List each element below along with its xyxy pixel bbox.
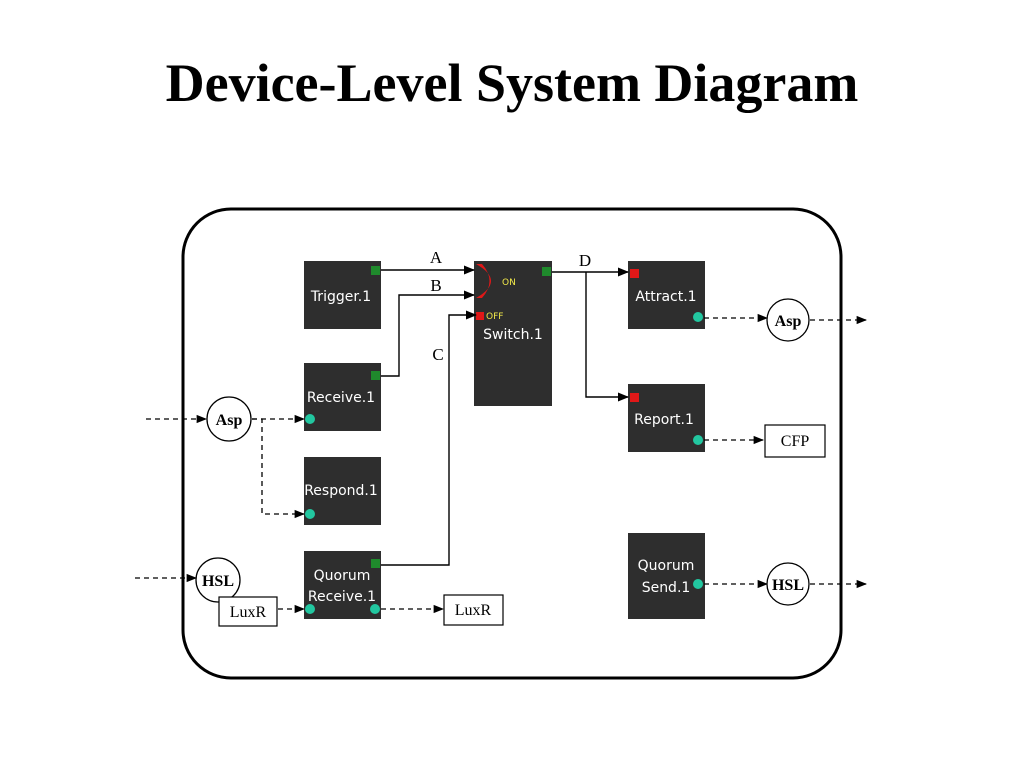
hsl-input-label: HSL (202, 573, 234, 590)
signal-d-wire-report (585, 272, 630, 402)
quorum-receive-block[interactable]: Quorum Receive.1 (304, 551, 381, 619)
asp-input-label: Asp (216, 412, 243, 429)
signal-b-label: B (430, 276, 441, 295)
hsl-output-node[interactable]: HSL (766, 562, 810, 606)
trigger-output-port (371, 266, 380, 275)
switch-block[interactable]: ON OFF Switch.1 (474, 261, 552, 406)
switch-label: Switch.1 (483, 327, 543, 343)
attract-label: Attract.1 (635, 289, 696, 305)
trigger-block[interactable]: Trigger.1 (304, 261, 381, 329)
report-input-port (630, 393, 639, 402)
asp-input-node[interactable]: Asp (206, 396, 252, 442)
asp-output-node[interactable]: Asp (766, 298, 810, 342)
receive-block[interactable]: Receive.1 (304, 363, 381, 431)
trigger-label: Trigger.1 (310, 289, 371, 305)
receive-input-port (305, 414, 315, 424)
quorum-send-block[interactable]: Quorum Send.1 (628, 533, 705, 619)
attract-input-port (630, 269, 639, 278)
asp-output-label: Asp (775, 313, 802, 330)
cfp-label: CFP (781, 433, 810, 450)
quorum-send-label-line1: Quorum (638, 558, 695, 574)
signal-c-wire (381, 310, 478, 566)
signal-a-label: A (430, 248, 443, 267)
receive-label: Receive.1 (307, 390, 375, 406)
quorum-receive-output-port (371, 559, 380, 568)
report-label: Report.1 (634, 412, 694, 428)
switch-off-label: OFF (486, 312, 503, 322)
receive-output-port (371, 371, 380, 380)
cfp-box[interactable]: CFP (764, 424, 826, 458)
hsl-input-node[interactable]: HSL (195, 557, 241, 603)
signal-b-wire (381, 290, 476, 377)
quorum-receive-label-line1: Quorum (314, 568, 371, 584)
report-output-port (693, 435, 703, 445)
quorum-receive-luxr-output-port (370, 604, 380, 614)
attract-block[interactable]: Attract.1 (628, 261, 705, 329)
attract-output-port (693, 312, 703, 322)
device-boundary (181, 207, 843, 680)
luxr-output-box[interactable]: LuxR (443, 594, 504, 626)
hsl-output-label: HSL (772, 577, 804, 594)
switch-on-label: ON (502, 278, 516, 288)
report-block[interactable]: Report.1 (628, 384, 705, 452)
quorum-send-output-port (693, 579, 703, 589)
page-title: Device-Level System Diagram (165, 53, 859, 113)
respond-input-port (305, 509, 315, 519)
signal-d-label: D (579, 251, 591, 270)
respond-label: Respond.1 (304, 483, 378, 499)
luxr-output-label: LuxR (455, 602, 492, 619)
luxr-input-box[interactable]: LuxR (218, 596, 278, 627)
respond-block[interactable]: Respond.1 (304, 457, 381, 525)
quorum-receive-luxr-input-port (305, 604, 315, 614)
switch-state-arc (476, 264, 491, 298)
switch-output-port (542, 267, 551, 276)
luxr-input-label: LuxR (230, 604, 267, 621)
quorum-send-label-line2: Send.1 (642, 580, 691, 596)
switch-off-input-port (476, 312, 484, 320)
asp-to-respond-wire (252, 418, 306, 519)
quorum-receive-label-line2: Receive.1 (308, 589, 376, 605)
signal-c-label: C (432, 345, 443, 364)
